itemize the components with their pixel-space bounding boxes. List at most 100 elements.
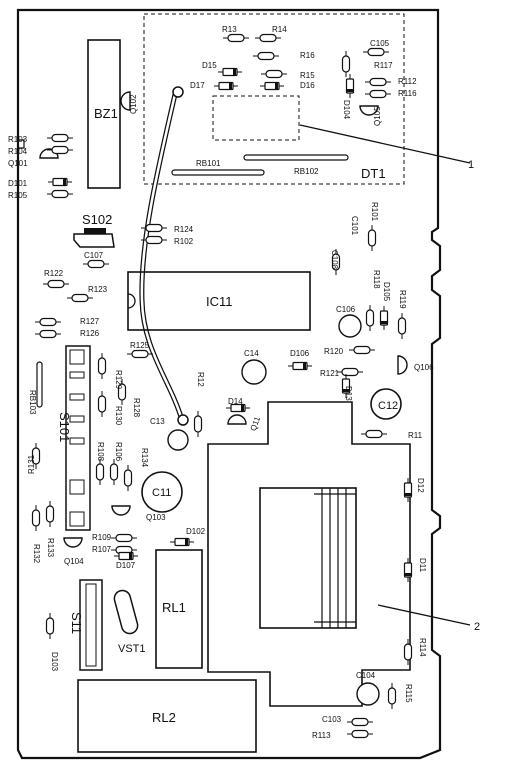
label-vst1: VST1 bbox=[118, 643, 146, 655]
callout-1-leader bbox=[299, 124, 471, 164]
label-r127: R127 bbox=[80, 317, 100, 326]
label-d106: D106 bbox=[290, 349, 310, 358]
label-d12: D12 bbox=[416, 478, 425, 493]
label-r129: R129 bbox=[114, 370, 123, 390]
resistor-r112 bbox=[365, 77, 391, 87]
capacitor-c104 bbox=[356, 682, 380, 706]
label-r132: R132 bbox=[32, 544, 41, 564]
capacitor-c13 bbox=[167, 429, 189, 451]
resistor-r12 bbox=[193, 411, 203, 437]
diode-d13 bbox=[341, 374, 351, 398]
label-r131: R131 bbox=[27, 454, 36, 474]
label-r115: R115 bbox=[404, 684, 413, 703]
resistor-r120 bbox=[349, 345, 375, 355]
resistor-r14 bbox=[255, 33, 281, 43]
label-d11: D11 bbox=[418, 558, 427, 573]
label-d103: D103 bbox=[50, 652, 59, 672]
resistor-r134 bbox=[123, 465, 133, 491]
resistor-r130 bbox=[97, 391, 107, 417]
label-r108: R108 bbox=[96, 442, 105, 462]
resistor-r16 bbox=[253, 51, 279, 61]
diode-d102 bbox=[170, 537, 194, 547]
label-c108: C108 bbox=[330, 250, 339, 270]
switch-s102 bbox=[73, 233, 115, 248]
diode-d105 bbox=[379, 306, 389, 330]
capacitor-c108 bbox=[331, 249, 341, 275]
label-r103: R103 bbox=[8, 135, 28, 144]
diode-d12 bbox=[403, 478, 413, 502]
relay-rl1 bbox=[155, 549, 203, 669]
diode-d104 bbox=[345, 74, 355, 98]
label-d17: D17 bbox=[190, 81, 205, 90]
label-c12: C12 bbox=[378, 400, 398, 412]
diode-d107 bbox=[114, 551, 138, 561]
label-r128: R128 bbox=[132, 398, 141, 418]
label-r12: R12 bbox=[196, 372, 205, 387]
switch-s11 bbox=[79, 579, 103, 671]
label-rb103: RB103 bbox=[28, 390, 37, 415]
resistor-r124 bbox=[141, 223, 167, 233]
resistor-r128 bbox=[117, 379, 127, 405]
label-ic11: IC11 bbox=[206, 294, 233, 309]
label-q106: Q106 bbox=[414, 363, 434, 372]
label-d16: D16 bbox=[300, 81, 315, 90]
label-r125: R125 bbox=[130, 341, 150, 350]
label-rl2: RL2 bbox=[152, 710, 176, 725]
capacitor-c12 bbox=[370, 388, 402, 420]
resistor-r104 bbox=[47, 145, 73, 155]
switch-s101 bbox=[65, 345, 91, 531]
label-q104: Q104 bbox=[64, 557, 84, 566]
resistor-network-rb102 bbox=[243, 154, 349, 161]
resistor-r103 bbox=[47, 133, 73, 143]
diode-d101 bbox=[48, 177, 72, 187]
label-r134: R134 bbox=[140, 448, 149, 468]
resistor-r106 bbox=[109, 459, 119, 485]
diode-d14 bbox=[226, 403, 250, 413]
label-r117: R117 bbox=[374, 61, 393, 70]
resistor-r107 bbox=[111, 545, 137, 555]
ic-ic11 bbox=[127, 271, 311, 331]
capacitor-c103 bbox=[347, 717, 373, 727]
resistor-r102 bbox=[141, 235, 167, 245]
varistor-vst1 bbox=[113, 589, 139, 635]
label-d105: D105 bbox=[382, 282, 391, 302]
label-q11: Q11 bbox=[249, 415, 263, 432]
diode-d11 bbox=[403, 558, 413, 582]
label-r119: R119 bbox=[398, 290, 407, 309]
dt1-inner-region bbox=[212, 95, 300, 141]
transistor-q103 bbox=[111, 505, 131, 516]
resistor-r113 bbox=[347, 729, 373, 739]
label-r106: R106 bbox=[114, 442, 123, 462]
transistor-q106 bbox=[397, 355, 408, 375]
label-r124: R124 bbox=[174, 225, 194, 234]
resistor-r13 bbox=[223, 33, 249, 43]
board-outline bbox=[16, 8, 442, 760]
label-r130: R130 bbox=[114, 406, 123, 426]
label-rb101: RB101 bbox=[196, 159, 221, 168]
label-r102: R102 bbox=[174, 237, 194, 246]
label-c13: C13 bbox=[150, 417, 165, 426]
label-q105: Q105 bbox=[373, 106, 382, 126]
label-r120: R120 bbox=[324, 347, 344, 356]
diode-d106 bbox=[288, 361, 312, 371]
label-q102: Q102 bbox=[129, 94, 138, 114]
label-bz1: BZ1 bbox=[94, 106, 118, 121]
resistor-r127 bbox=[35, 317, 61, 327]
label-d13: D13 bbox=[344, 386, 353, 401]
label-c106: C106 bbox=[336, 305, 356, 314]
label-d107: D107 bbox=[116, 561, 136, 570]
label-d15: D15 bbox=[202, 61, 217, 70]
label-r13: R13 bbox=[222, 25, 237, 34]
label-d101: D101 bbox=[8, 179, 28, 188]
label-r121: R121 bbox=[320, 369, 340, 378]
resistor-r103b bbox=[45, 613, 55, 639]
resistor-network-rb103 bbox=[36, 361, 43, 408]
label-r116: R116 bbox=[398, 89, 417, 98]
label-r122: R122 bbox=[44, 269, 64, 278]
transistor-q104 bbox=[63, 537, 83, 548]
resistor-r119 bbox=[397, 313, 407, 339]
label-r109: R109 bbox=[92, 533, 112, 542]
label-r101: R101 bbox=[370, 202, 379, 222]
label-r112: R112 bbox=[398, 77, 417, 86]
